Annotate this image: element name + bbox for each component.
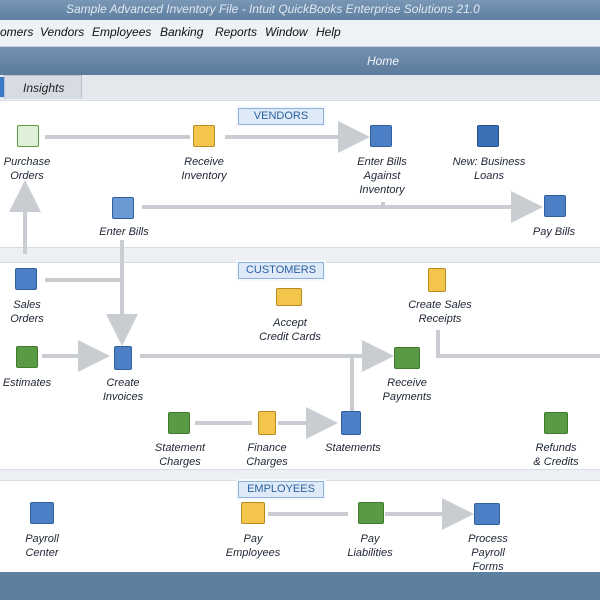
purchase-order-icon bbox=[17, 125, 39, 147]
statement-charges-icon bbox=[168, 412, 190, 434]
tab-insights-label: Insights bbox=[23, 81, 65, 95]
create-invoices-label: Create Invoices bbox=[102, 377, 144, 403]
home-title: Home bbox=[367, 54, 400, 68]
accept-credit-cards-label: Accept Credit Cards bbox=[259, 317, 321, 343]
sales-receipt-icon bbox=[428, 268, 446, 292]
customers-section-label: CUSTOMERS bbox=[238, 262, 324, 279]
sales-orders-icon bbox=[15, 268, 37, 290]
vendors-section-label: VENDORS bbox=[238, 108, 324, 125]
finance-charges-label: Finance Charges bbox=[246, 442, 288, 468]
statements-label: Statements bbox=[325, 442, 381, 454]
refunds-credits-label: Refunds & Credits bbox=[533, 442, 579, 468]
estimates-icon bbox=[16, 346, 38, 368]
payroll-forms-icon bbox=[474, 503, 500, 525]
window-title: Sample Advanced Inventory File - Intuit … bbox=[66, 2, 480, 16]
menu-vendors[interactable]: Vendors bbox=[40, 25, 85, 39]
section-gap bbox=[0, 248, 600, 262]
menu-window[interactable]: Window bbox=[265, 25, 308, 39]
create-sales-receipts-label: Create Sales Receipts bbox=[408, 299, 472, 325]
receive-inventory-label: Receive Inventory bbox=[181, 156, 227, 182]
statements-icon bbox=[341, 411, 361, 435]
enter-bills-label: Enter Bills bbox=[99, 226, 149, 238]
sales-orders-label: Sales Orders bbox=[10, 299, 44, 325]
pay-employees-icon bbox=[241, 502, 265, 524]
finance-charges-icon bbox=[258, 411, 276, 435]
estimates-label: Estimates bbox=[2, 377, 52, 389]
statement-charges-label: Statement Charges bbox=[154, 442, 206, 468]
pay-bills-icon bbox=[544, 195, 566, 217]
payroll-center-icon bbox=[30, 502, 54, 524]
employees-section-label: EMPLOYEES bbox=[238, 481, 324, 498]
process-payroll-forms-label: Process Payroll Forms bbox=[468, 533, 508, 573]
tab-insights[interactable]: Insights bbox=[4, 75, 82, 99]
pay-bills-label: Pay Bills bbox=[532, 226, 576, 238]
pay-employees-label: Pay Employees bbox=[225, 533, 281, 559]
refunds-credits-icon bbox=[544, 412, 568, 434]
menu-employees[interactable]: Employees bbox=[92, 25, 152, 39]
enter-bills-against-inventory-label: Enter Bills Against Inventory bbox=[357, 156, 407, 196]
receive-payments-icon bbox=[394, 347, 420, 369]
menu-reports[interactable]: Reports bbox=[215, 25, 258, 39]
section-gap bbox=[0, 99, 600, 100]
active-tab-indicator bbox=[0, 77, 4, 97]
enter-bills-icon bbox=[112, 197, 134, 219]
window-title-bar: Sample Advanced Inventory File - Intuit … bbox=[0, 0, 600, 20]
home-header: Home bbox=[0, 47, 600, 75]
enter-bills-against-inventory-icon bbox=[370, 125, 392, 147]
payroll-center-label: Payroll Center bbox=[25, 533, 59, 559]
menu-customers[interactable]: omers bbox=[0, 25, 34, 39]
menu-banking[interactable]: Banking bbox=[160, 25, 204, 39]
menu-bar: omers Vendors Employees Banking Reports … bbox=[0, 20, 600, 47]
window-bottom bbox=[0, 572, 600, 600]
section-gap bbox=[0, 470, 600, 480]
bank-icon bbox=[477, 125, 499, 147]
new-business-loans-label: New: Business Loans bbox=[452, 156, 526, 182]
pay-liabilities-label: Pay Liabilities bbox=[347, 533, 393, 559]
pay-liabilities-icon bbox=[358, 502, 384, 524]
menu-help[interactable]: Help bbox=[316, 25, 341, 39]
receive-inventory-icon bbox=[193, 125, 215, 147]
purchase-orders-label: Purchase Orders bbox=[3, 156, 51, 182]
invoice-icon bbox=[114, 346, 132, 370]
credit-card-icon bbox=[276, 288, 302, 306]
home-tab-row: Insights bbox=[0, 75, 600, 100]
receive-payments-label: Receive Payments bbox=[382, 377, 432, 403]
